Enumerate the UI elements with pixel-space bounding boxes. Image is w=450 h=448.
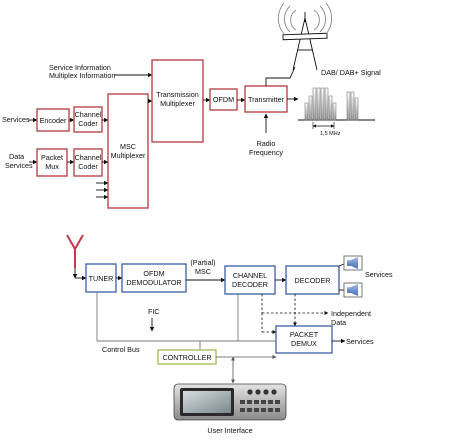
packet-demux-label-a: PACKET: [290, 330, 319, 339]
fic-label: FIC: [148, 307, 160, 316]
transmission-multiplexer-box: [151, 59, 204, 143]
tuner-box: [85, 263, 117, 293]
radio-frequency-label-a: Radio: [257, 139, 276, 148]
speaker-top-icon: [343, 255, 363, 271]
data-services-label-b: Services: [5, 161, 33, 170]
channel-coder-1-box: [73, 106, 103, 133]
user-interface-label: User Interface: [207, 426, 252, 435]
user-interface-device-icon: [173, 383, 287, 421]
packet-demux-box: [275, 325, 333, 354]
transmitter-diagram: Service Information Multiplex Informatio…: [2, 2, 381, 209]
independent-data-label-a: Independent: [331, 309, 371, 318]
channel-coder-2-label-a: Channel: [75, 153, 102, 162]
services-output-label-top: Services: [365, 270, 393, 279]
encoder-label: Encoder: [40, 116, 67, 125]
signal-label: DAB/ DAB+ Signal: [321, 68, 381, 77]
msc-multiplexer-box: [107, 93, 149, 209]
msc-multiplexer-label-a: MSC: [120, 142, 136, 151]
channel-decoder-box: [224, 265, 276, 295]
independent-data-label-b: Data: [331, 318, 346, 327]
packet-mux-box: [36, 148, 68, 177]
channel-coder-2-label-b: Coder: [78, 162, 98, 171]
services-output-label-bottom: Services: [346, 337, 374, 346]
transmission-multiplexer-label-b: Multiplexer: [160, 99, 195, 108]
receiver-antenna-icon: [66, 234, 84, 268]
partial-msc-label-b: MSC: [195, 267, 211, 276]
bandwidth-label: 1,5 MHz: [320, 131, 341, 137]
ofdm-demodulator-label-a: OFDM: [143, 269, 164, 278]
decoder-label: DECODER: [295, 276, 331, 285]
controller-label: CONTROLLER: [162, 353, 211, 362]
channel-coder-1-label-a: Channel: [75, 110, 102, 119]
data-services-label-a: Data: [9, 152, 24, 161]
tuner-label: TUNER: [89, 274, 114, 283]
radio-frequency-label-b: Frequency: [249, 148, 283, 157]
services-input-label: Services: [2, 115, 30, 124]
packet-mux-label-b: Mux: [45, 162, 59, 171]
partial-msc-label-a: (Partial): [190, 258, 215, 267]
signal-spectrum-icon: [298, 87, 375, 129]
packet-demux-label-b: DEMUX: [291, 339, 317, 348]
data-dashed-paths: [261, 294, 329, 334]
channel-decoder-label-b: DECODER: [232, 280, 268, 289]
antenna-feed-line: [265, 66, 296, 86]
msc-extra-input-arrows: [96, 180, 109, 200]
receiver-diagram: TUNER OFDM DEMODULATOR (Partial) MSC FIC…: [66, 234, 393, 435]
msc-multiplexer-label-b: Multiplexer: [111, 151, 146, 160]
ofdm-demodulator-box: [121, 263, 187, 293]
ofdm-box: [209, 88, 238, 111]
decoder-box: [285, 265, 340, 295]
packet-mux-label-a: Packet: [41, 153, 63, 162]
transmission-multiplexer-label-a: Transmission: [156, 90, 198, 99]
channel-decoder-label-a: CHANNEL: [233, 271, 267, 280]
ofdm-demodulator-label-b: DEMODULATOR: [126, 278, 181, 287]
control-bus-lines: [96, 292, 276, 350]
ofdm-label: OFDM: [213, 95, 234, 104]
channel-coder-2-box: [73, 148, 103, 177]
channel-coder-1-label-b: Coder: [78, 119, 98, 128]
multiplex-info-label: Multiplex Information: [49, 71, 115, 80]
control-bus-label: Control Bus: [102, 345, 140, 354]
transmitter-label: Transmitter: [248, 95, 285, 104]
antenna-tower-icon: [277, 2, 333, 71]
service-info-label: Service Information: [49, 63, 111, 72]
speaker-bottom-icon: [343, 282, 363, 298]
